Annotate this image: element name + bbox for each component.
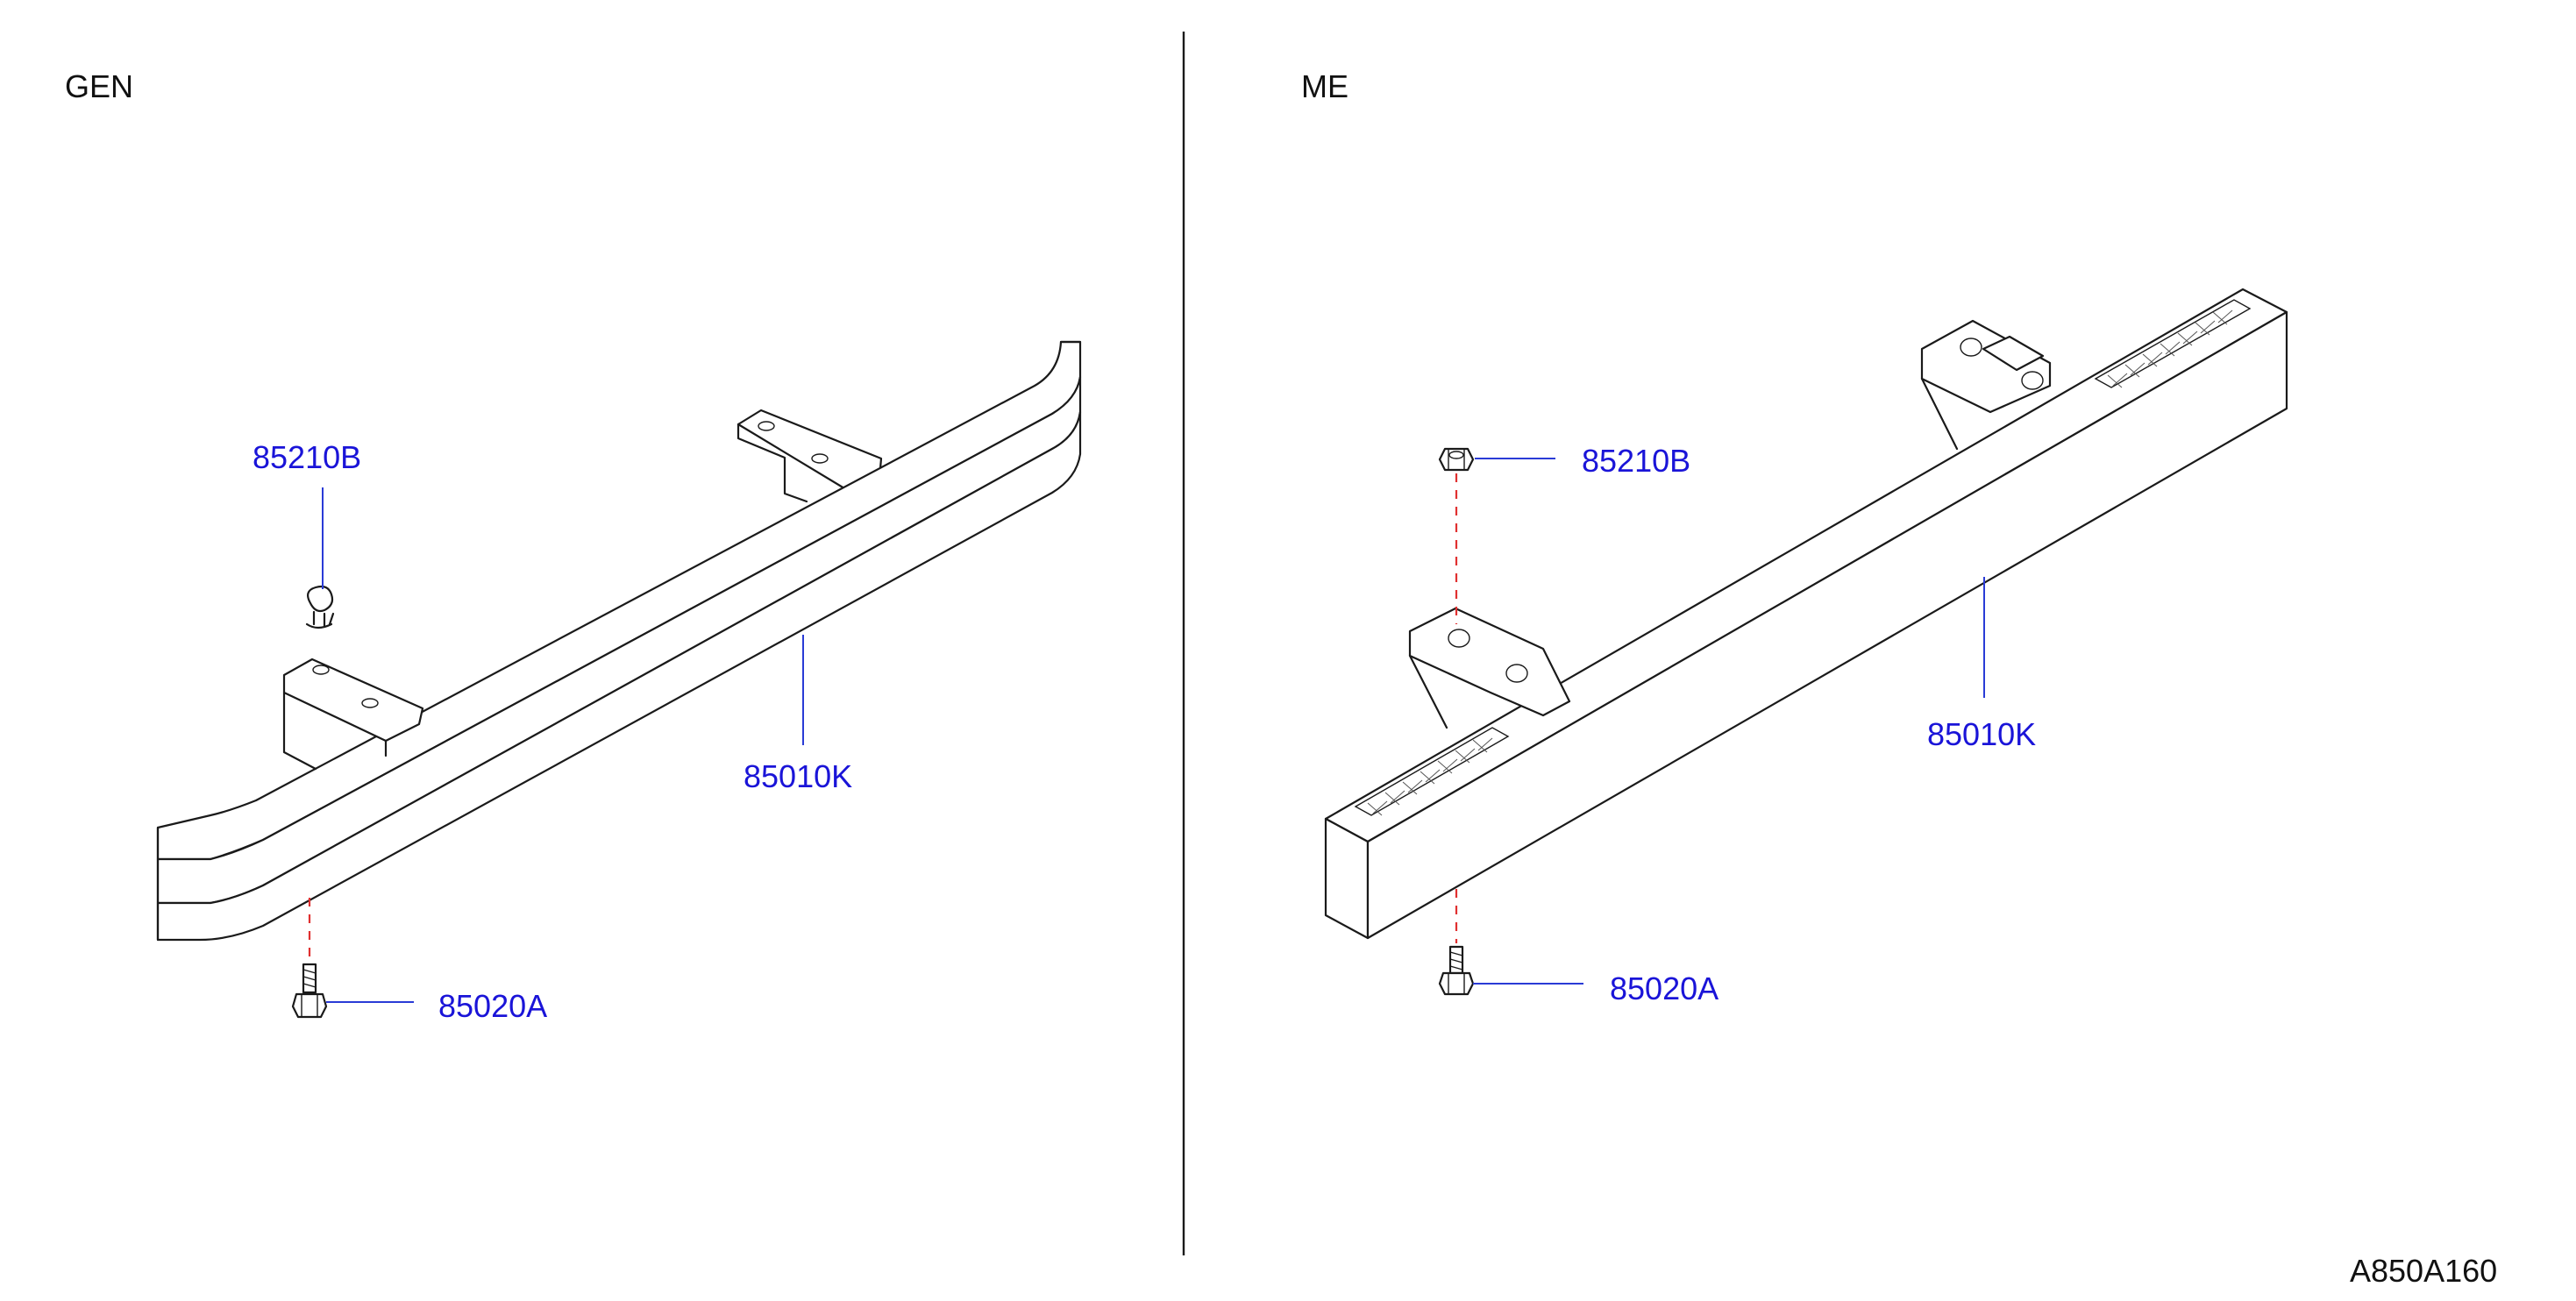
me-step-assembly: 85210B 85010K 85020A [1324, 288, 2288, 1006]
me-bolt-callout: 85020A [1610, 970, 1719, 1006]
me-tread-pad-front [1354, 727, 1510, 816]
me-bolt [1438, 945, 1475, 996]
section-title-gen: GEN [65, 68, 133, 104]
section-title-me: ME [1301, 68, 1348, 104]
gen-nut-callout: 85210B [253, 439, 361, 475]
me-rear-bracket [1920, 319, 2052, 451]
figure-id: A850A160 [2350, 1253, 2497, 1289]
me-front-bracket [1408, 607, 1571, 729]
me-hex-nut [1438, 447, 1475, 472]
gen-step-assembly: 85210B 85010K 85020A [156, 340, 1082, 1024]
gen-bolt-callout: 85020A [438, 988, 547, 1024]
gen-step-callout: 85010K [744, 758, 852, 794]
me-step-body [1324, 288, 2288, 940]
gen-clip-nut [305, 585, 335, 629]
me-nut-callout: 85210B [1582, 443, 1690, 479]
gen-step-body [156, 340, 1082, 942]
me-step-callout: 85010K [1927, 716, 2036, 752]
gen-front-bracket [282, 658, 424, 771]
me-tread-pad-rear [2094, 299, 2252, 388]
gen-bolt [291, 963, 328, 1019]
